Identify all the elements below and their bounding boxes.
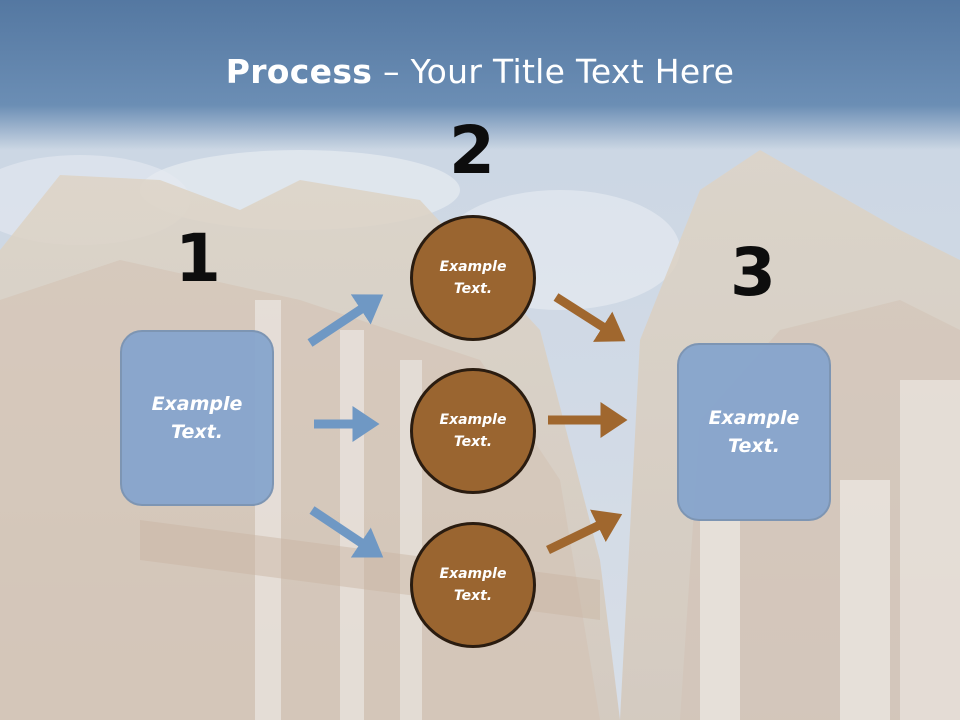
circle-bottom-line2: Text.	[453, 588, 493, 604]
right-box-line1: Example	[708, 406, 800, 429]
left-box-line2: Text.	[171, 421, 223, 443]
circle-bottom-line1: Example	[439, 565, 507, 582]
title-bold: Process	[225, 52, 373, 91]
circle-top-line2: Text.	[453, 281, 493, 297]
circle-middle: Example Text.	[410, 368, 536, 494]
slide-title: Process – Your Title Text Here	[0, 52, 960, 91]
circle-middle-line1: Example	[439, 411, 507, 428]
circle-bottom: Example Text.	[410, 522, 536, 648]
circle-top-line1: Example	[439, 258, 507, 275]
title-band	[0, 0, 960, 150]
step-number-1: 1	[175, 220, 221, 297]
right-box: Example Text.	[677, 343, 831, 521]
left-box-line1: Example	[151, 392, 243, 415]
right-box-line2: Text.	[728, 435, 780, 457]
left-box: Example Text.	[120, 330, 274, 506]
title-rest: – Your Title Text Here	[372, 52, 735, 91]
circle-middle-line2: Text.	[453, 434, 493, 450]
circle-top: Example Text.	[410, 215, 536, 341]
step-number-3: 3	[730, 234, 776, 311]
step-number-2: 2	[449, 112, 495, 189]
